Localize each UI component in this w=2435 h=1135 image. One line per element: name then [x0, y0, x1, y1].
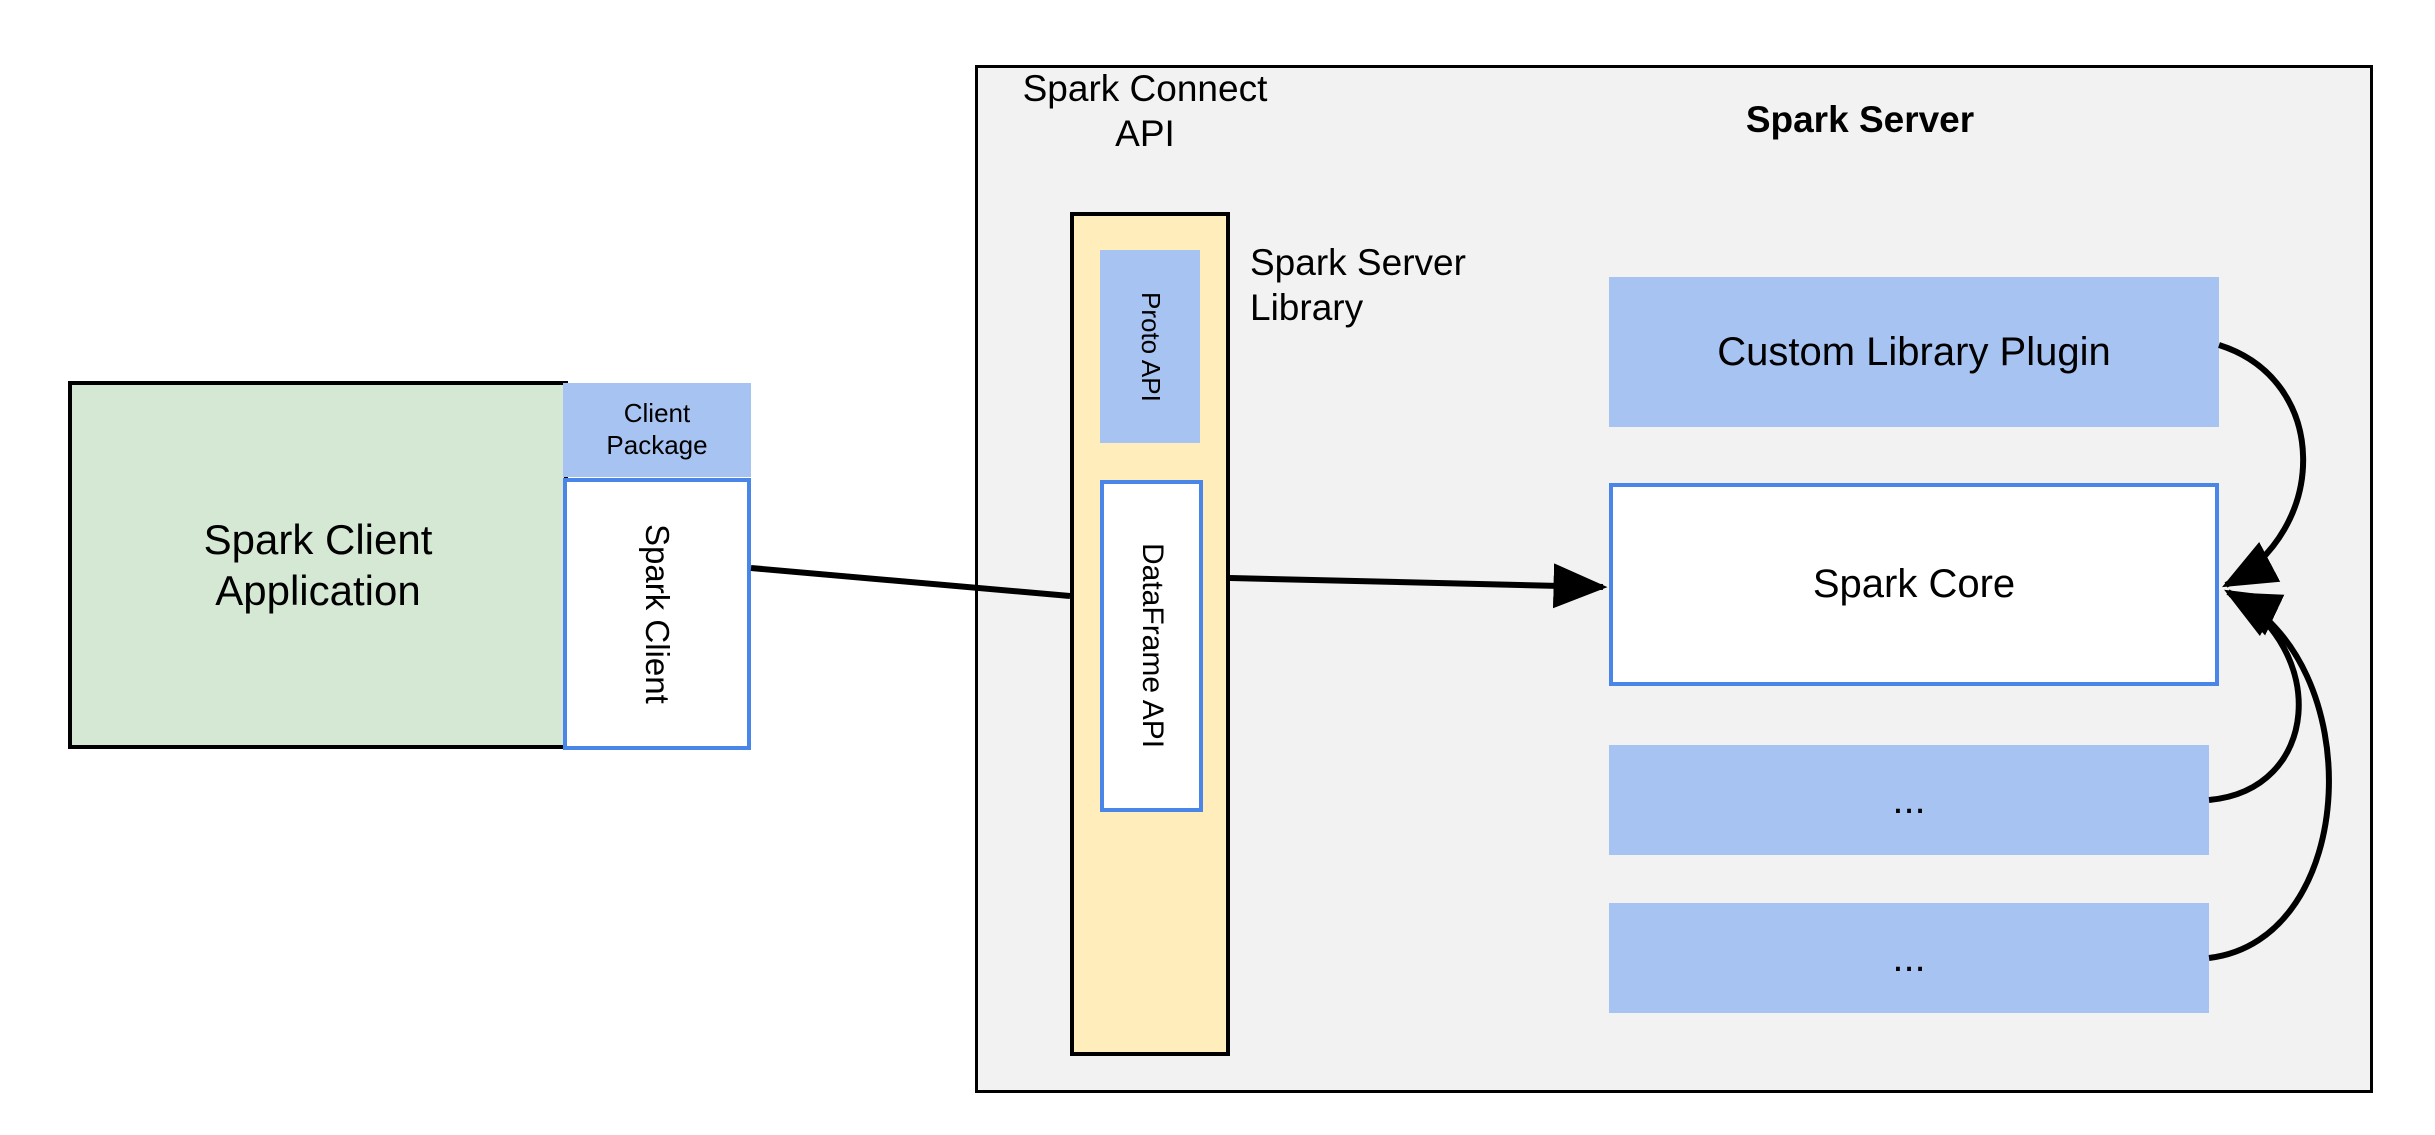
- custom-library-plugin-label: Custom Library Plugin: [1717, 329, 2111, 374]
- client-package-box[interactable]: Client Package: [563, 383, 751, 477]
- spark-client-application-box[interactable]: Spark Client Application: [68, 381, 568, 749]
- custom-library-plugin-box[interactable]: Custom Library Plugin: [1609, 277, 2219, 427]
- server-block-ellipsis-1[interactable]: ...: [1609, 745, 2209, 855]
- spark-client-application-label: Spark Client Application: [203, 515, 433, 614]
- spark-server-library-label: Spark Server Library: [1250, 242, 1466, 329]
- spark-connect-api-label: Spark Connect API: [1022, 68, 1268, 155]
- client-package-label: Client Package: [606, 398, 708, 460]
- proto-api-box[interactable]: Proto API: [1100, 250, 1200, 443]
- spark-server-title-label: Spark Server: [1745, 99, 1975, 140]
- spark-client-box[interactable]: Spark Client: [563, 478, 751, 750]
- proto-api-label: Proto API: [1135, 291, 1166, 402]
- spark-core-label: Spark Core: [1812, 562, 2016, 607]
- dataframe-api-box[interactable]: DataFrame API: [1100, 480, 1203, 812]
- dataframe-api-label: DataFrame API: [1135, 543, 1169, 749]
- server-block-ellipsis-2[interactable]: ...: [1609, 903, 2209, 1013]
- spark-client-label: Spark Client: [639, 524, 677, 704]
- server-block-ellipsis-1-label: ...: [1892, 777, 1926, 822]
- server-block-ellipsis-2-label: ...: [1892, 935, 1926, 980]
- spark-core-box[interactable]: Spark Core: [1609, 483, 2219, 686]
